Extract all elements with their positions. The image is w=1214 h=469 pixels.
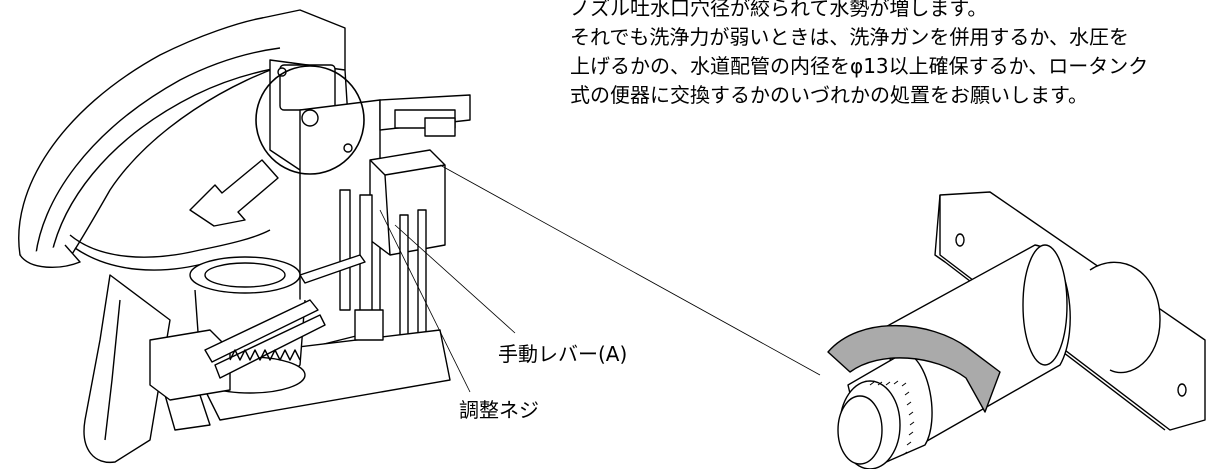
adjust-screw-label: 調整ネジ: [459, 398, 539, 422]
toilet-unit-illustration: [18, 9, 471, 464]
leader-lines: [379, 164, 821, 393]
instruction-line: ノズル吐水口穴径が絞られて水勢が増します。: [570, 0, 988, 20]
nozzle-detail-illustration: [827, 191, 1206, 469]
instruction-text: ノズル吐水口穴径が絞られて水勢が増します。 それでも洗浄力が弱いときは、洗浄ガン…: [570, 0, 1214, 110]
manual-lever-label: 手動レバー(A): [498, 342, 628, 366]
instruction-line: 式の便器に交換するかのいづれかの処置をお願いします。: [570, 83, 1088, 107]
instruction-line: 上げるかの、水道配管の内径をφ13以上確保するか、ロータンク: [570, 54, 1149, 78]
instruction-line: それでも洗浄力が弱いときは、洗浄ガンを併用するか、水圧を: [570, 25, 1129, 49]
